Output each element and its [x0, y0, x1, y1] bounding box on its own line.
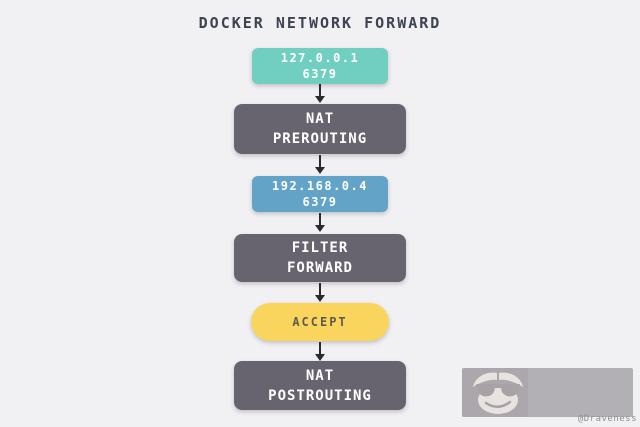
flow-connector-4 [312, 283, 328, 302]
credit-handle: @Draveness [577, 414, 637, 424]
dashed-line [319, 84, 321, 96]
watermark-badge [462, 368, 633, 417]
flow-connector-5 [312, 342, 328, 361]
flow-connector-1 [312, 84, 328, 103]
node-container-endpoint: 192.168.0.4 6379 [252, 176, 388, 212]
dashed-line [319, 283, 321, 295]
node-line: FORWARD [286, 260, 353, 276]
arrow-down-icon [315, 96, 325, 103]
node-host-endpoint: 127.0.0.1 6379 [252, 48, 388, 84]
diagram-title: DOCKER NETWORK FORWARD [198, 14, 442, 32]
arrow-down-icon [315, 167, 325, 174]
node-line-port: 6379 [302, 67, 338, 81]
node-line-ip: 192.168.0.4 [272, 179, 368, 193]
node-nat-postrouting: NAT POSTROUTING [234, 361, 406, 410]
flow-connector-3 [312, 213, 328, 232]
node-line: PREROUTING [272, 131, 368, 147]
node-filter-forward: FILTER FORWARD [234, 234, 406, 282]
node-line-port: 6379 [302, 195, 338, 209]
node-nat-prerouting: NAT PREROUTING [234, 104, 406, 154]
flow-connector-2 [312, 155, 328, 174]
arrow-down-icon [315, 295, 325, 302]
arrow-down-icon [315, 354, 325, 361]
dashed-line [319, 213, 321, 225]
arrow-down-icon [315, 225, 325, 232]
node-line: NAT [305, 111, 335, 127]
node-accept-verdict: ACCEPT [251, 303, 389, 341]
node-line-ip: 127.0.0.1 [280, 51, 360, 65]
dashed-line [319, 342, 321, 354]
node-line: ACCEPT [292, 315, 348, 329]
dashed-line [319, 155, 321, 167]
node-line: POSTROUTING [268, 387, 372, 404]
node-line: NAT [305, 367, 335, 384]
node-line: FILTER [291, 240, 349, 256]
monkey-with-sunglasses-icon [473, 372, 523, 414]
